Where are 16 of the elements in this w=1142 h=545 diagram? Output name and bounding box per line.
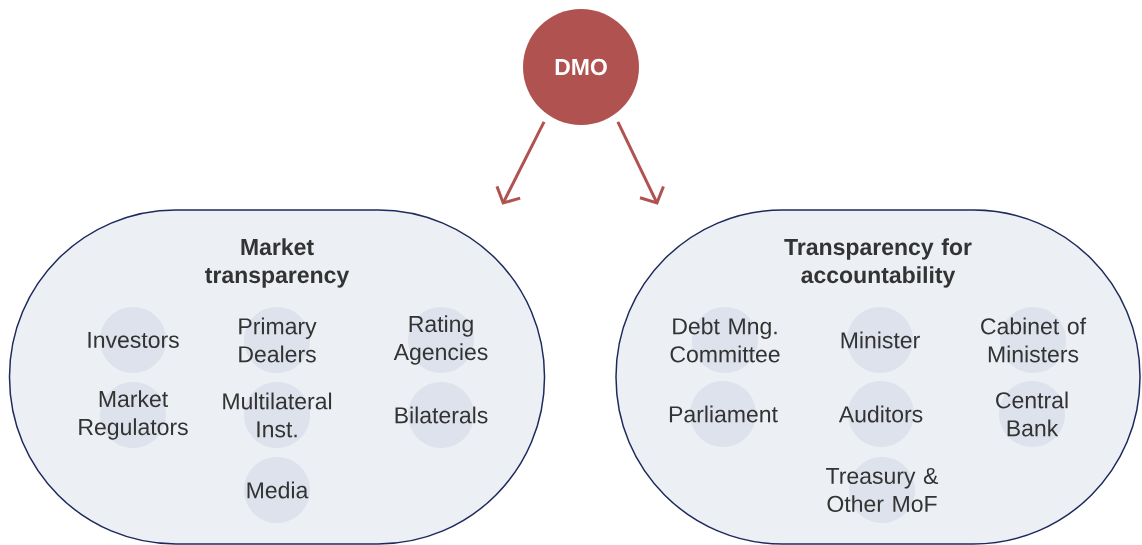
stakeholder-label: Market Regulators xyxy=(79,382,188,448)
stakeholder-label: Auditors xyxy=(838,381,923,447)
stakeholder-label: Parliament xyxy=(669,381,778,447)
stakeholder-label: Central Bank xyxy=(996,381,1068,447)
stakeholder-label: Rating Agencies xyxy=(393,307,488,373)
stakeholder-label: Multilateral Inst. xyxy=(223,382,332,448)
stakeholder-label: Investors xyxy=(88,307,179,373)
arrow xyxy=(616,121,665,205)
arrow xyxy=(495,121,546,205)
stakeholder-label: Minister xyxy=(841,307,920,373)
stakeholder-label: Bilaterals xyxy=(395,382,488,448)
stakeholder-label: Debt Mng. Committee xyxy=(670,307,780,373)
stakeholder-label: Cabinet of Ministers xyxy=(981,307,1087,373)
stakeholder-label: Media xyxy=(244,457,310,523)
stakeholder-label: Primary Dealers xyxy=(239,307,317,373)
stakeholder-label: Treasury & Other MoF xyxy=(826,457,939,523)
